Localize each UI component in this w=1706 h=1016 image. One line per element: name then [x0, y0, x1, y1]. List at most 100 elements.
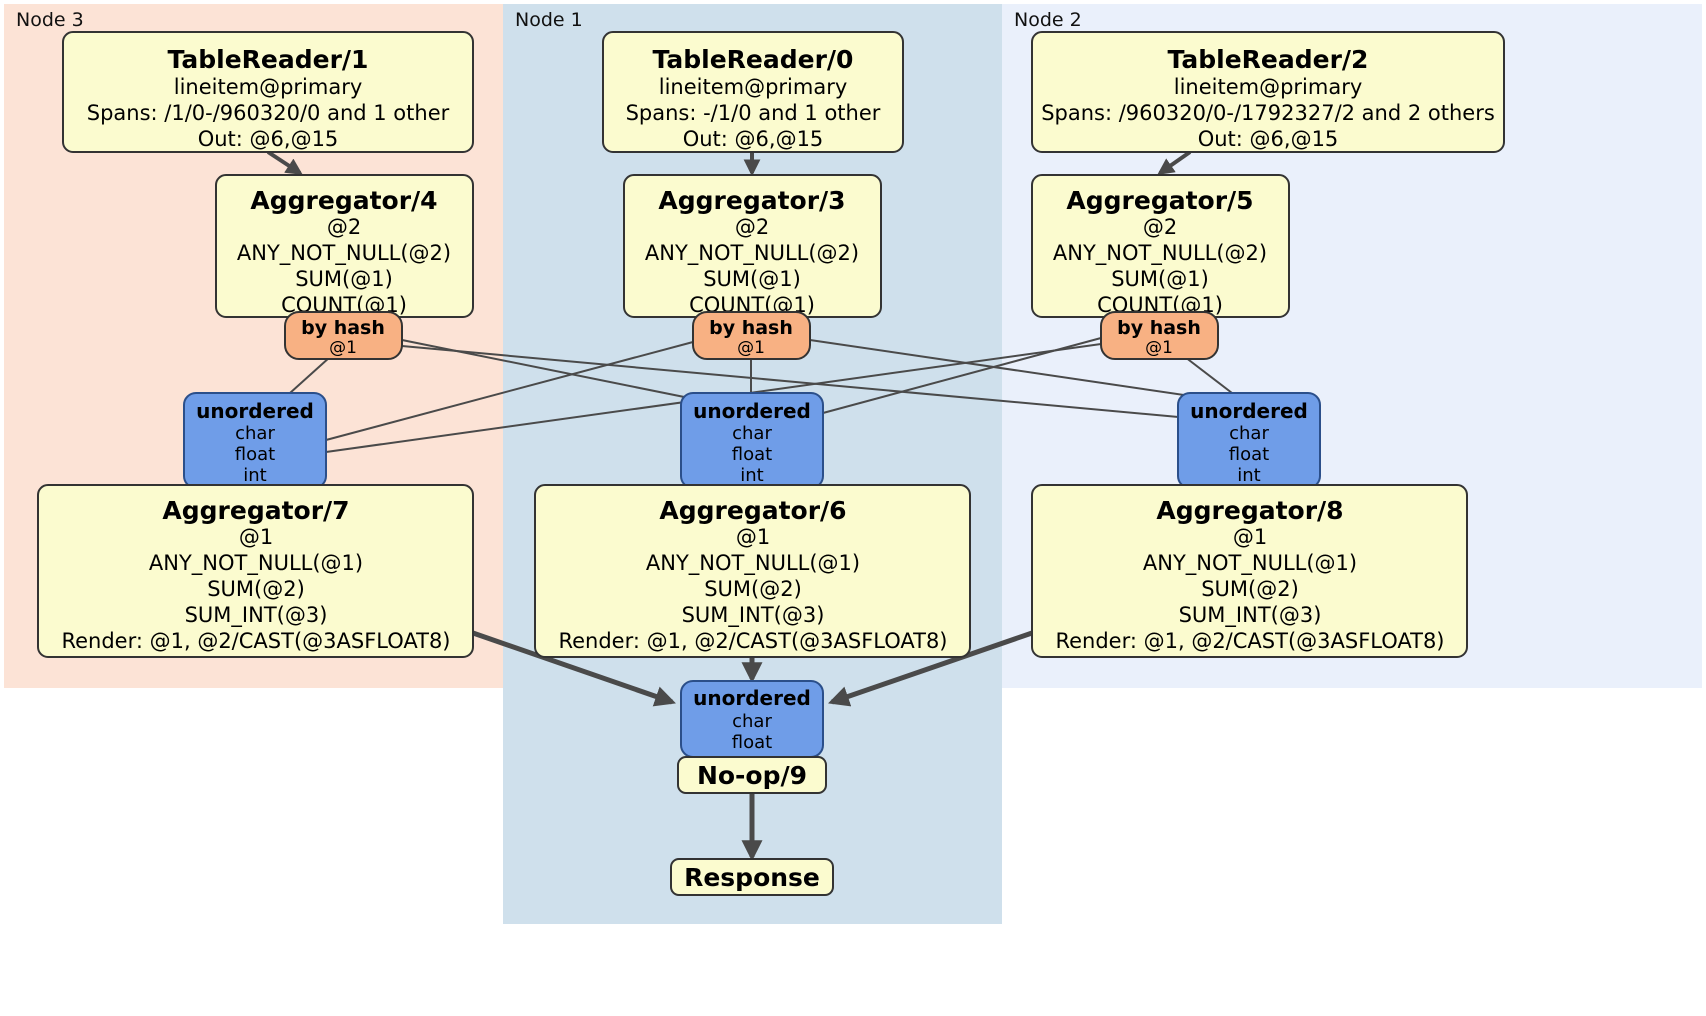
- aggregator-5-line-2: SUM(@1): [1111, 267, 1209, 291]
- router-by-hash-left[interactable]: by hash @1: [284, 311, 403, 360]
- table-reader-1-title: TableReader/1: [168, 45, 369, 74]
- synchronizer-unordered-center[interactable]: unordered char float int: [680, 392, 824, 489]
- aggregator-8-title: Aggregator/8: [1156, 496, 1343, 525]
- panel-label-node3: Node 3: [16, 9, 84, 31]
- aggregator-8-line-2: SUM(@2): [1201, 577, 1299, 601]
- aggregator-8-line-3: SUM_INT(@3): [1179, 603, 1322, 628]
- by-hash-center-sub: @1: [737, 338, 765, 358]
- aggregator-8-line-0: @1: [1233, 525, 1267, 549]
- processor-table-reader-1[interactable]: TableReader/1 lineitem@primary Spans: /1…: [62, 31, 474, 153]
- aggregator-6-line-4: Render: @1, @2/CAST(@3ASFLOAT8): [558, 629, 947, 653]
- edge-agg8-final: [828, 630, 1033, 707]
- router-by-hash-right[interactable]: by hash @1: [1100, 311, 1219, 360]
- processor-aggregator-4[interactable]: Aggregator/4 @2 ANY_NOT_NULL(@2) SUM(@1)…: [215, 174, 474, 318]
- aggregator-7-line-1: ANY_NOT_NULL(@1): [149, 551, 363, 576]
- processor-aggregator-3[interactable]: Aggregator/3 @2 ANY_NOT_NULL(@2) SUM(@1)…: [623, 174, 882, 318]
- response-box[interactable]: [670, 858, 834, 896]
- aggregator-8-line-4: Render: @1, @2/CAST(@3ASFLOAT8): [1055, 629, 1444, 653]
- edges-reader-to-aggregator: [266, 150, 1192, 177]
- unordered-right-type-0: char: [1229, 423, 1269, 444]
- processor-aggregator-7[interactable]: Aggregator/7 @1 ANY_NOT_NULL(@1) SUM(@2)…: [37, 484, 474, 658]
- response-title: Response: [684, 863, 820, 892]
- processor-response[interactable]: Response: [670, 858, 834, 896]
- unordered-right-type-2: int: [1237, 465, 1260, 486]
- processor-aggregator-5[interactable]: Aggregator/5 @2 ANY_NOT_NULL(@2) SUM(@1)…: [1031, 174, 1290, 318]
- aggregator-4-line-0: @2: [327, 215, 361, 239]
- panel-label-node2: Node 2: [1014, 9, 1082, 31]
- unordered-left-type-0: char: [235, 423, 275, 444]
- aggregator-4-line-1: ANY_NOT_NULL(@2): [237, 241, 451, 266]
- unordered-final-title: unordered: [693, 686, 811, 710]
- aggregator-6-line-3: SUM_INT(@3): [682, 603, 825, 628]
- processor-noop-9[interactable]: No-op/9: [677, 756, 827, 794]
- edge-reader2-agg5: [1157, 150, 1192, 175]
- aggregator-6-line-2: SUM(@2): [704, 577, 802, 601]
- aggregator-7-line-0: @1: [239, 525, 273, 549]
- unordered-center-type-2: int: [740, 465, 763, 486]
- table-reader-1-line-0: lineitem@primary: [174, 75, 363, 99]
- processor-table-reader-0[interactable]: TableReader/0 lineitem@primary Spans: -/…: [602, 31, 904, 153]
- by-hash-left-box[interactable]: [284, 311, 403, 360]
- aggregator-5-title: Aggregator/5: [1066, 186, 1253, 215]
- aggregator-5-line-1: ANY_NOT_NULL(@2): [1053, 241, 1267, 266]
- processor-table-reader-2[interactable]: TableReader/2 lineitem@primary Spans: /9…: [1031, 31, 1505, 153]
- table-reader-2-line-0: lineitem@primary: [1174, 75, 1363, 99]
- table-reader-0-box[interactable]: [602, 31, 904, 153]
- aggregator-3-line-0: @2: [735, 215, 769, 239]
- router-by-hash-center[interactable]: by hash @1: [692, 311, 811, 360]
- unordered-final-type-1: float: [732, 732, 772, 753]
- synchronizer-unordered-final[interactable]: unordered char float: [680, 680, 824, 758]
- aggregator-7-line-2: SUM(@2): [207, 577, 305, 601]
- table-reader-0-title: TableReader/0: [653, 45, 854, 74]
- aggregator-8-box[interactable]: [1031, 484, 1468, 658]
- table-reader-1-line-2: Out: @6,@15: [198, 127, 339, 151]
- aggregator-4-title: Aggregator/4: [250, 186, 437, 215]
- aggregator-7-line-3: SUM_INT(@3): [185, 603, 328, 628]
- unordered-left-type-1: float: [235, 444, 275, 465]
- unordered-center-title: unordered: [693, 399, 811, 423]
- by-hash-right-box[interactable]: [1100, 311, 1219, 360]
- edge-hashright-syncright: [1184, 356, 1233, 394]
- by-hash-center-title: by hash: [709, 317, 793, 339]
- table-reader-2-box[interactable]: [1031, 31, 1505, 153]
- unordered-left-type-2: int: [243, 465, 266, 486]
- aggregator-6-line-1: ANY_NOT_NULL(@1): [646, 551, 860, 576]
- unordered-center-type-0: char: [732, 423, 772, 444]
- table-reader-2-line-1: Spans: /960320/0-/1792327/2 and 2 others: [1041, 101, 1495, 125]
- edge-agg7-final: [472, 630, 676, 707]
- edge-reader1-agg4: [266, 150, 303, 175]
- table-reader-1-line-1: Spans: /1/0-/960320/0 and 1 other: [87, 101, 450, 125]
- table-reader-2-title: TableReader/2: [1168, 45, 1369, 74]
- by-hash-left-sub: @1: [329, 338, 357, 358]
- edge-hashleft-syncleft: [289, 356, 331, 394]
- processor-aggregator-6[interactable]: Aggregator/6 @1 ANY_NOT_NULL(@1) SUM(@2)…: [534, 484, 971, 658]
- aggregator-7-title: Aggregator/7: [162, 496, 349, 525]
- aggregator-6-line-0: @1: [736, 525, 770, 549]
- table-reader-2-line-2: Out: @6,@15: [1198, 127, 1339, 151]
- edge-hashright-synccenter: [822, 337, 1102, 414]
- processor-aggregator-8[interactable]: Aggregator/8 @1 ANY_NOT_NULL(@1) SUM(@2)…: [1031, 484, 1468, 658]
- noop-9-title: No-op/9: [697, 761, 807, 790]
- table-reader-1-box[interactable]: [62, 31, 474, 153]
- synchronizer-unordered-right[interactable]: unordered char float int: [1177, 392, 1321, 489]
- by-hash-right-sub: @1: [1145, 338, 1173, 358]
- unordered-final-type-0: char: [732, 711, 772, 732]
- table-reader-0-line-0: lineitem@primary: [659, 75, 848, 99]
- panel-label-node1: Node 1: [515, 9, 583, 31]
- aggregator-6-title: Aggregator/6: [659, 496, 846, 525]
- aggregator-3-line-1: ANY_NOT_NULL(@2): [645, 241, 859, 266]
- unordered-left-title: unordered: [196, 399, 314, 423]
- aggregator-4-line-2: SUM(@1): [295, 267, 393, 291]
- aggregator-7-box[interactable]: [37, 484, 474, 658]
- noop-9-box[interactable]: [677, 756, 827, 794]
- table-reader-0-line-2: Out: @6,@15: [683, 127, 824, 151]
- aggregator-3-line-2: SUM(@1): [703, 267, 801, 291]
- aggregator-5-line-0: @2: [1143, 215, 1177, 239]
- aggregator-7-line-4: Render: @1, @2/CAST(@3ASFLOAT8): [61, 629, 450, 653]
- by-hash-center-box[interactable]: [692, 311, 811, 360]
- aggregator-6-box[interactable]: [534, 484, 971, 658]
- synchronizer-unordered-left[interactable]: unordered char float int: [183, 392, 327, 489]
- unordered-center-type-1: float: [732, 444, 772, 465]
- aggregator-8-line-1: ANY_NOT_NULL(@1): [1143, 551, 1357, 576]
